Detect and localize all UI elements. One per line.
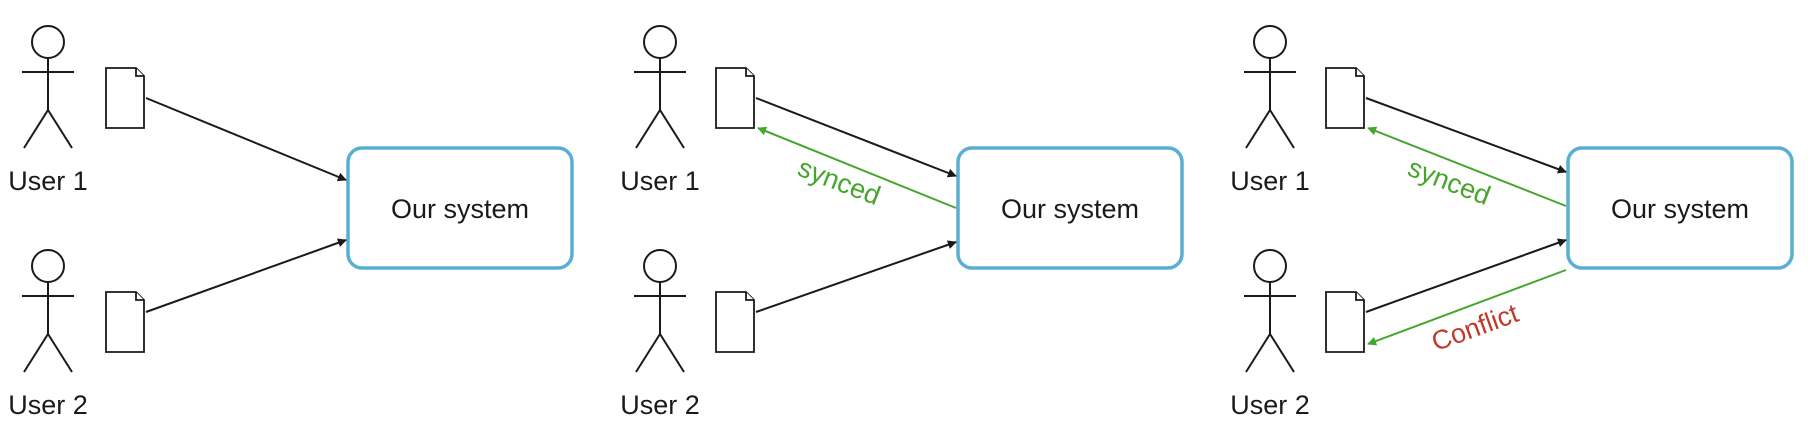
user-1-label: User 1 — [1230, 166, 1310, 196]
user-1-label: User 1 — [8, 166, 88, 196]
user-1-document-icon — [715, 67, 755, 129]
system-to-user-1-synced-arrow — [1367, 126, 1567, 207]
user-2-actor-icon — [1244, 249, 1296, 373]
user-2-to-system-arrow — [755, 240, 957, 313]
user-2-label: User 2 — [620, 390, 700, 420]
system-label: Our system — [1611, 194, 1749, 224]
user-1-document-icon — [1325, 67, 1365, 129]
system-label: Our system — [391, 194, 529, 224]
panel-3: User 1 User 2 Our system synced Conflict — [1230, 25, 1794, 420]
conflict-label: Conflict — [1427, 298, 1522, 357]
user-1-label: User 1 — [620, 166, 700, 196]
user-1-to-system-arrow — [755, 97, 957, 178]
user-2-to-system-arrow — [1365, 238, 1567, 313]
user-2-label: User 2 — [8, 390, 88, 420]
user-2-label: User 2 — [1230, 390, 1310, 420]
system-box — [1566, 146, 1794, 270]
user-1-to-system-arrow — [145, 97, 347, 182]
system-to-user-2-conflict-arrow — [1367, 269, 1567, 346]
user-1-actor-icon — [1244, 25, 1296, 149]
system-box — [956, 146, 1184, 270]
user-2-document-icon — [105, 291, 145, 353]
user-2-to-system-arrow — [145, 238, 347, 313]
user-1-document-icon — [105, 67, 145, 129]
system-to-user-1-synced-arrow — [757, 126, 957, 209]
user-1-to-system-arrow — [1365, 97, 1567, 174]
user-2-actor-icon — [22, 249, 74, 373]
user-2-actor-icon — [634, 249, 686, 373]
system-box — [346, 146, 574, 270]
system-label: Our system — [1001, 194, 1139, 224]
panel-1: User 1 User 2 Our system — [8, 25, 574, 420]
user-2-document-icon — [1325, 291, 1365, 353]
user-1-actor-icon — [634, 25, 686, 149]
panel-2: User 1 User 2 Our system synced — [620, 25, 1184, 420]
user-1-actor-icon — [22, 25, 74, 149]
user-2-document-icon — [715, 291, 755, 353]
